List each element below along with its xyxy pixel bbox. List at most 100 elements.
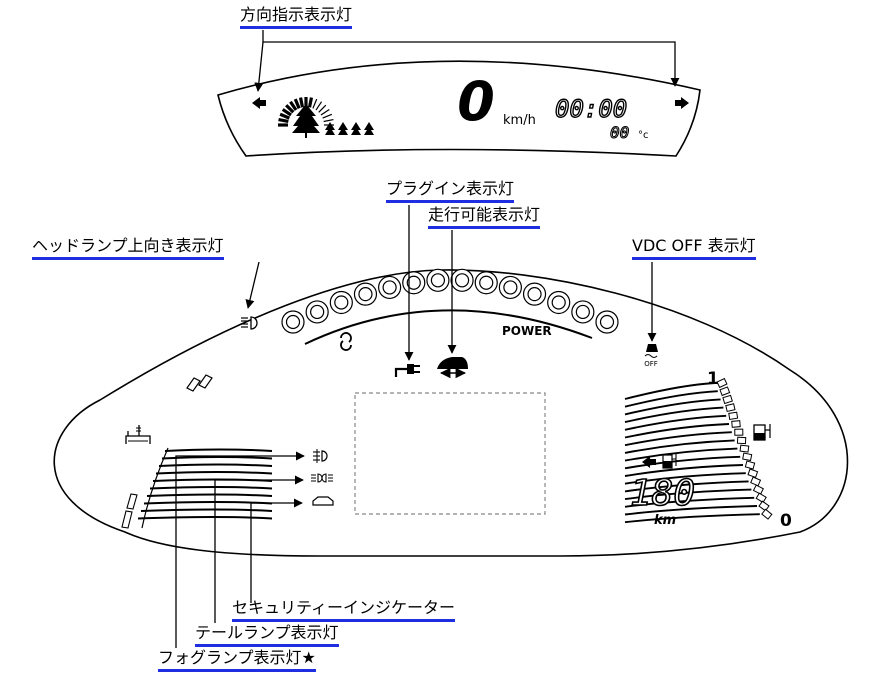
eco-tree-icon	[278, 97, 374, 138]
eco-tick	[323, 118, 334, 123]
power-circle-inner	[551, 295, 566, 310]
right-bar	[624, 406, 724, 424]
right-bar	[624, 464, 744, 477]
right-bar	[624, 505, 758, 516]
right-bar	[624, 423, 730, 439]
upper-display-outline	[217, 60, 701, 157]
right-edge-seg	[747, 468, 759, 478]
vdc-off-text: OFF	[644, 360, 658, 368]
eco-big-tree	[292, 104, 320, 133]
plug-icon	[394, 364, 420, 377]
speed-unit: km/h	[503, 113, 536, 128]
center-display-box	[354, 392, 546, 515]
security-car-icon	[312, 496, 334, 506]
right-bar	[624, 496, 755, 508]
right-bar	[624, 455, 741, 470]
charge-station-icon	[642, 454, 677, 469]
power-meter	[281, 268, 619, 334]
power-label: POWER	[502, 324, 552, 338]
left-segment-marks	[186, 374, 213, 392]
right-edge-seg	[719, 386, 731, 397]
right-edge-seg	[742, 452, 753, 462]
leader-lines	[175, 30, 680, 648]
label-tail-lamp: テールランプ表示灯	[195, 624, 339, 647]
clock-value: 00:00	[555, 95, 627, 123]
right-edge-seg	[739, 444, 750, 453]
car-ready-icon	[437, 357, 468, 379]
right-edge-segments	[716, 377, 773, 520]
power-circle-inner	[503, 280, 518, 295]
eco-tick	[315, 101, 323, 111]
gauge-full-label: 1	[707, 369, 719, 389]
temperature-unit: °c	[638, 130, 649, 141]
left-bar-gauge	[137, 447, 273, 529]
temperature-value: 00	[610, 123, 629, 142]
label-turn-signal: 方向指示表示灯	[240, 6, 353, 29]
left-bar	[155, 471, 273, 475]
right-bar	[624, 513, 760, 524]
eco-tick	[322, 113, 333, 119]
right-edge-seg	[722, 394, 733, 405]
speed-value: 0	[457, 70, 495, 133]
power-circle-inner	[599, 314, 615, 330]
power-circle-inner	[454, 273, 470, 288]
eco-tick	[281, 108, 292, 117]
right-bar-gauge	[624, 382, 760, 524]
eco-tick	[285, 104, 295, 114]
tail-lamp-icon	[311, 473, 333, 483]
eco-tick	[289, 100, 298, 111]
power-circle-inner	[334, 295, 349, 310]
left-edge-segments	[121, 493, 138, 529]
power-circle-inner	[406, 275, 421, 290]
right-edge-seg	[728, 411, 739, 420]
fog-lamp-icon	[313, 449, 328, 463]
eco-tick	[278, 117, 289, 124]
arrow-right-icon	[675, 97, 689, 109]
eco-tick	[318, 104, 327, 113]
left-bar	[158, 463, 273, 467]
eco-small-tree	[338, 122, 348, 135]
right-bar	[624, 398, 721, 416]
battery-charge-icon	[753, 424, 771, 441]
right-bar	[624, 480, 749, 493]
label-plug-in: プラグイン表示灯	[386, 180, 515, 203]
eco-tick	[279, 112, 290, 120]
right-bar	[624, 390, 718, 408]
power-arc-line	[304, 309, 593, 345]
left-bar	[161, 456, 273, 460]
right-edge-seg	[725, 403, 736, 413]
label-security: セキュリティーインジケーター	[232, 599, 456, 622]
right-bar	[624, 488, 752, 501]
eco-tick	[293, 98, 301, 109]
eco-small-tree	[325, 122, 335, 135]
eco-tick	[307, 97, 314, 108]
eco-tick	[298, 97, 305, 108]
right-edge-seg	[750, 476, 762, 487]
gauge-empty-label: 0	[780, 511, 792, 531]
eco-tick	[312, 98, 318, 109]
right-bar	[624, 439, 735, 454]
right-edge-seg	[734, 428, 744, 436]
right-bar	[624, 447, 738, 462]
eco-small-tree	[351, 122, 361, 135]
arrow-left-icon	[252, 97, 266, 109]
range-value: 180	[630, 473, 695, 514]
right-edge-seg	[752, 484, 764, 495]
left-bar-edge	[141, 447, 169, 529]
power-circle-inner	[358, 287, 373, 302]
regen-icon	[340, 332, 352, 351]
right-edge-seg	[755, 492, 767, 504]
coolant-icon	[125, 425, 151, 444]
label-high-beam: ヘッドランプ上向き表示灯	[32, 237, 224, 260]
right-edge-seg	[716, 377, 728, 389]
eco-tick	[320, 108, 330, 116]
right-bar	[624, 431, 732, 447]
range-unit: km	[654, 513, 676, 528]
left-bar	[140, 508, 273, 512]
label-fog-lamp: フォグランプ表示灯★	[158, 649, 316, 672]
eco-small-tree	[364, 122, 374, 135]
right-bar	[624, 414, 727, 431]
power-circle-inner	[430, 273, 446, 288]
